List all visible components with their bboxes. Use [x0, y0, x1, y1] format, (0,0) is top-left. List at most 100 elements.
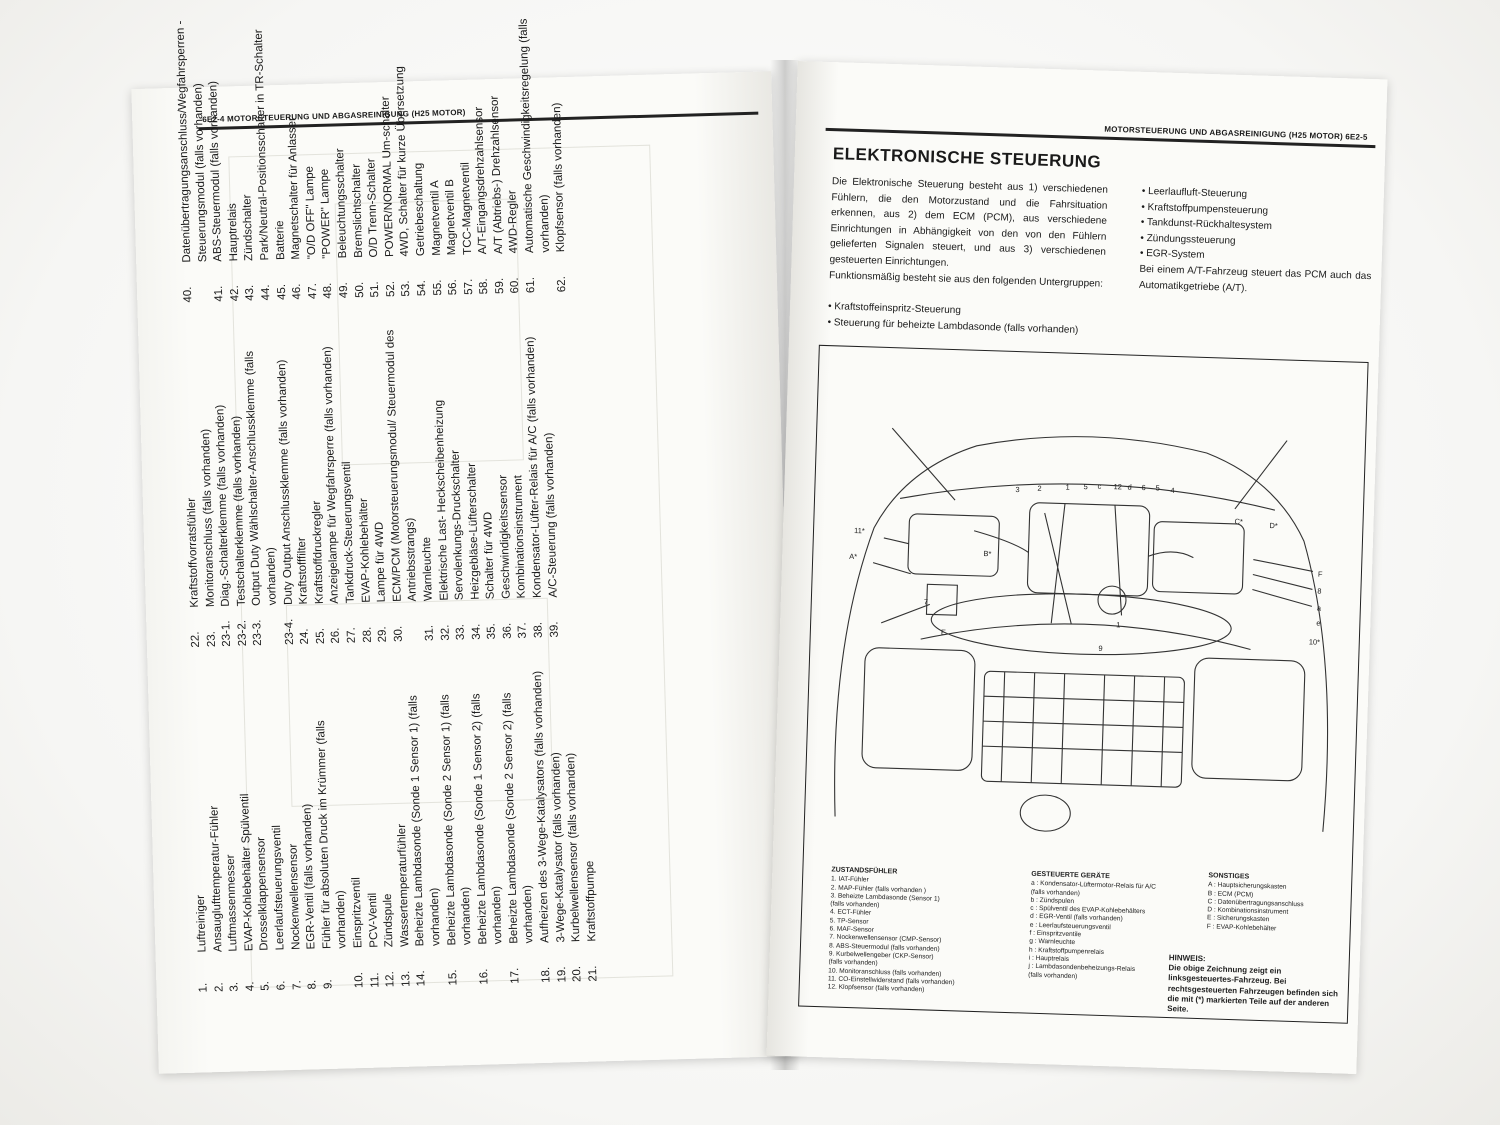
bullet-list-left: • Kraftstoffeinspritz-Steuerung • Steuer…: [827, 299, 1079, 338]
diagram-label: 7: [924, 597, 928, 606]
diagram-label: 12: [1113, 482, 1122, 491]
diagram-label: e: [1316, 619, 1320, 628]
list-item-number: 40.: [181, 286, 195, 303]
list-item-number: 20.: [571, 965, 584, 983]
list-item-number: 45.: [275, 283, 288, 301]
legend-sensors: ZUSTANDSFÜHLER 1. IAT-Fühler 2. MAP-Fühl…: [828, 866, 1002, 997]
list-item-number: 32.: [438, 624, 452, 641]
diagram-label: 9: [1098, 644, 1102, 653]
diagram-label: 3: [1015, 485, 1019, 494]
diagram-label: E: [941, 628, 946, 637]
diagram-label: 1: [1065, 483, 1069, 492]
list-item-number: 16.: [477, 968, 491, 985]
list-item-number: 23-2.: [236, 619, 249, 647]
list-item-number: 34.: [470, 623, 483, 640]
list-item-number: 6.: [275, 980, 288, 991]
diagram-label: 1: [1116, 620, 1120, 629]
list-item-number: 51.: [368, 281, 382, 298]
hinweis-text: Die obige Zeichnung zeigt ein linksgeste…: [1167, 963, 1339, 1014]
diagram-label: 8: [1317, 587, 1321, 596]
list-item-number: 41.: [213, 285, 226, 302]
list-item-number: 9.: [322, 979, 335, 990]
list-item-number: 23-3.: [251, 619, 265, 646]
list-item-number: 3.: [228, 981, 241, 992]
diagram-label: d: [1127, 483, 1131, 492]
list-item-number: 12.: [384, 971, 397, 988]
list-item-number: 52.: [384, 280, 397, 298]
list-item-number: 53.: [400, 280, 413, 297]
list-item-number: 39.: [548, 621, 561, 638]
list-item-number: 13.: [399, 970, 413, 987]
list-item-number: 50.: [353, 281, 366, 298]
list-item-number: 26.: [329, 627, 343, 644]
list-item-number: 23.: [205, 630, 218, 648]
list-item-number: 48.: [322, 282, 335, 299]
list-item-number: 2.: [212, 982, 226, 993]
list-item-number: 25.: [314, 627, 327, 645]
list-item-number: 10.: [353, 971, 366, 989]
diagram-label: 2: [1037, 484, 1041, 493]
engine-bay-diagram: 3 2 1 5 c 12 d 6 5 4 11* A* B* 7 E 1 C*: [798, 344, 1369, 1024]
list-item-number: 23-1.: [220, 620, 234, 647]
list-item-number: 29.: [376, 626, 390, 643]
diagram-label: C*: [1234, 517, 1243, 526]
list-item-number: 22.: [189, 631, 202, 648]
list-item-number: 30.: [392, 625, 405, 643]
list-item-number: 61.: [524, 276, 538, 294]
list-item-number: 31.: [423, 624, 436, 642]
list-item-number: 38.: [532, 621, 545, 639]
list-item-number: 54.: [415, 279, 429, 297]
diagram-label: 5: [1083, 482, 1087, 491]
legend-other: SONSTIGES A : Hauptsicherungskasten B : …: [1207, 872, 1349, 935]
list-item-number: 46.: [291, 283, 304, 300]
list-item-number: 4.: [244, 981, 257, 992]
right-page: MOTORSTEUERUNG UND ABGASREINIGUNG (H25 M…: [766, 60, 1388, 1075]
list-item-number: 19.: [555, 966, 569, 983]
diagram-label: B*: [983, 549, 991, 558]
left-page: 6E2-4 MOTORSTEUERUNG UND ABGASREINIGUNG …: [131, 18, 799, 1074]
hinweis-note: HINWEIS: Die obige Zeichnung zeigt ein l…: [1167, 953, 1341, 1020]
list-item-number: 42.: [228, 285, 242, 302]
list-item-number: 1.: [197, 982, 210, 993]
diagram-label: D*: [1269, 521, 1278, 530]
diagram-label: 5: [1155, 483, 1159, 492]
list-item-number: 59.: [493, 277, 507, 295]
list-item-number: 57.: [462, 278, 475, 295]
page-title: ELEKTRONISCHE STEUERUNG: [832, 144, 1102, 172]
list-item-number: 14.: [415, 970, 428, 987]
list-item-number: 47.: [306, 282, 320, 300]
list-item-number: 43.: [244, 284, 257, 302]
list-item-number: 44.: [259, 284, 273, 301]
list-item-number: 56.: [446, 279, 460, 296]
at-note: Bei einem A/T-Fahrzeug steuert das PCM a…: [1138, 263, 1372, 294]
intro-paragraph: Die Elektronische Steuerung besteht aus …: [829, 176, 1109, 269]
list-item-number: 27.: [345, 627, 358, 644]
list-item-number: 58.: [478, 278, 491, 295]
bullet-list-right: • Leerlaufluft-Steuerung • Kraftstoffpum…: [1140, 184, 1274, 266]
list-item-number: 35.: [485, 623, 499, 640]
diagram-label: a: [1317, 604, 1322, 613]
list-item-number: 37.: [516, 622, 530, 639]
list-item-number: 33.: [454, 623, 467, 641]
list-item-number: 17.: [508, 967, 522, 984]
list-item-number: 36.: [501, 622, 514, 639]
list-item-number: 21.: [586, 965, 600, 982]
list-item-number: 62.: [556, 276, 569, 293]
diagram-label: F: [1318, 570, 1323, 579]
diagram-label: 6: [1141, 483, 1145, 492]
list-item-number: 5.: [259, 980, 272, 991]
engine-bay-drawing: 3 2 1 5 c 12 d 6 5 4 11* A* B* 7 E 1 C*: [834, 427, 1329, 832]
list-item-number: 7.: [290, 980, 304, 991]
diagram-label: 10*: [1309, 637, 1321, 646]
list-item-number: 60.: [509, 277, 522, 294]
diagram-label: A*: [849, 552, 857, 561]
list-item-number: 8.: [306, 979, 319, 990]
diagram-label: 11*: [854, 526, 865, 535]
diagram-label: c: [1097, 482, 1101, 491]
diagram-label: 4: [1170, 486, 1174, 495]
list-item-number: 24.: [298, 628, 312, 645]
parts-list-column-3: 40.Datenübertragungsanschluss/Wegfahrspe…: [170, 0, 571, 303]
